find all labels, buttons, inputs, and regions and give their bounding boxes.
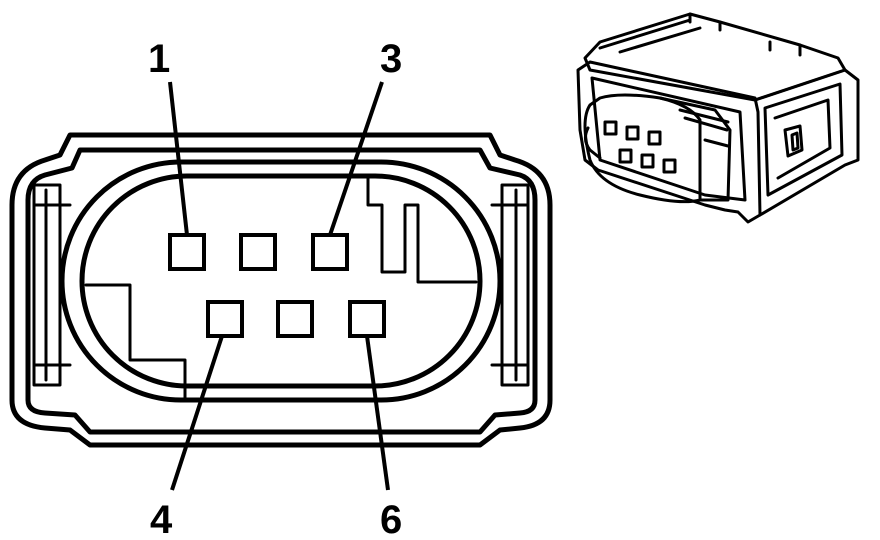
iso-right-side <box>753 68 860 217</box>
iso-left-lever <box>583 126 602 160</box>
terminal-cavity-4 <box>206 300 244 338</box>
iso-plug-face <box>583 93 702 204</box>
terminal-cavities <box>168 233 386 338</box>
connector-face-view: 1 3 4 6 <box>9 37 553 540</box>
leader-line-6 <box>365 335 390 491</box>
leader-line-3 <box>328 81 384 236</box>
iso-pin-window-2 <box>625 125 640 141</box>
iso-body-top <box>583 12 847 102</box>
iso-pin-window-3 <box>647 130 662 146</box>
iso-plug-side <box>658 96 732 202</box>
housing-outer-outline <box>9 132 553 448</box>
iso-pin-window-4 <box>618 148 633 164</box>
iso-pin-window-1 <box>603 120 618 136</box>
iso-latch-window <box>783 124 804 158</box>
housing-inner-outline <box>25 147 538 435</box>
terminal-cavity-3 <box>311 233 349 271</box>
iso-top-ridge <box>598 12 802 57</box>
terminal-cavity-2 <box>239 233 277 271</box>
iso-pin-window-6 <box>662 158 677 174</box>
leader-line-4 <box>170 335 224 491</box>
callout-pin-1: 1 <box>148 37 170 81</box>
key-feature-lower-left <box>84 283 187 400</box>
iso-pin-window-5 <box>640 153 655 169</box>
terminal-cavity-1 <box>168 233 206 271</box>
iso-latch-tab <box>790 131 800 152</box>
callout-pin-3: 3 <box>380 37 402 81</box>
iso-front-frame <box>576 60 762 224</box>
iso-front-frame-inner <box>590 76 747 202</box>
iso-right-side-rails <box>763 82 844 197</box>
connector-isometric-view <box>576 12 860 224</box>
iso-inner-bars <box>678 108 730 148</box>
terminal-cavity-5 <box>276 300 314 338</box>
callout-pin-6: 6 <box>380 498 402 540</box>
cavity-oval-outer <box>59 159 503 403</box>
key-feature-upper-right <box>366 174 478 284</box>
callout-pin-4: 4 <box>150 498 173 540</box>
leader-line-1 <box>168 81 189 236</box>
cavity-oval-inner <box>79 173 483 389</box>
terminal-cavity-6 <box>348 300 386 338</box>
